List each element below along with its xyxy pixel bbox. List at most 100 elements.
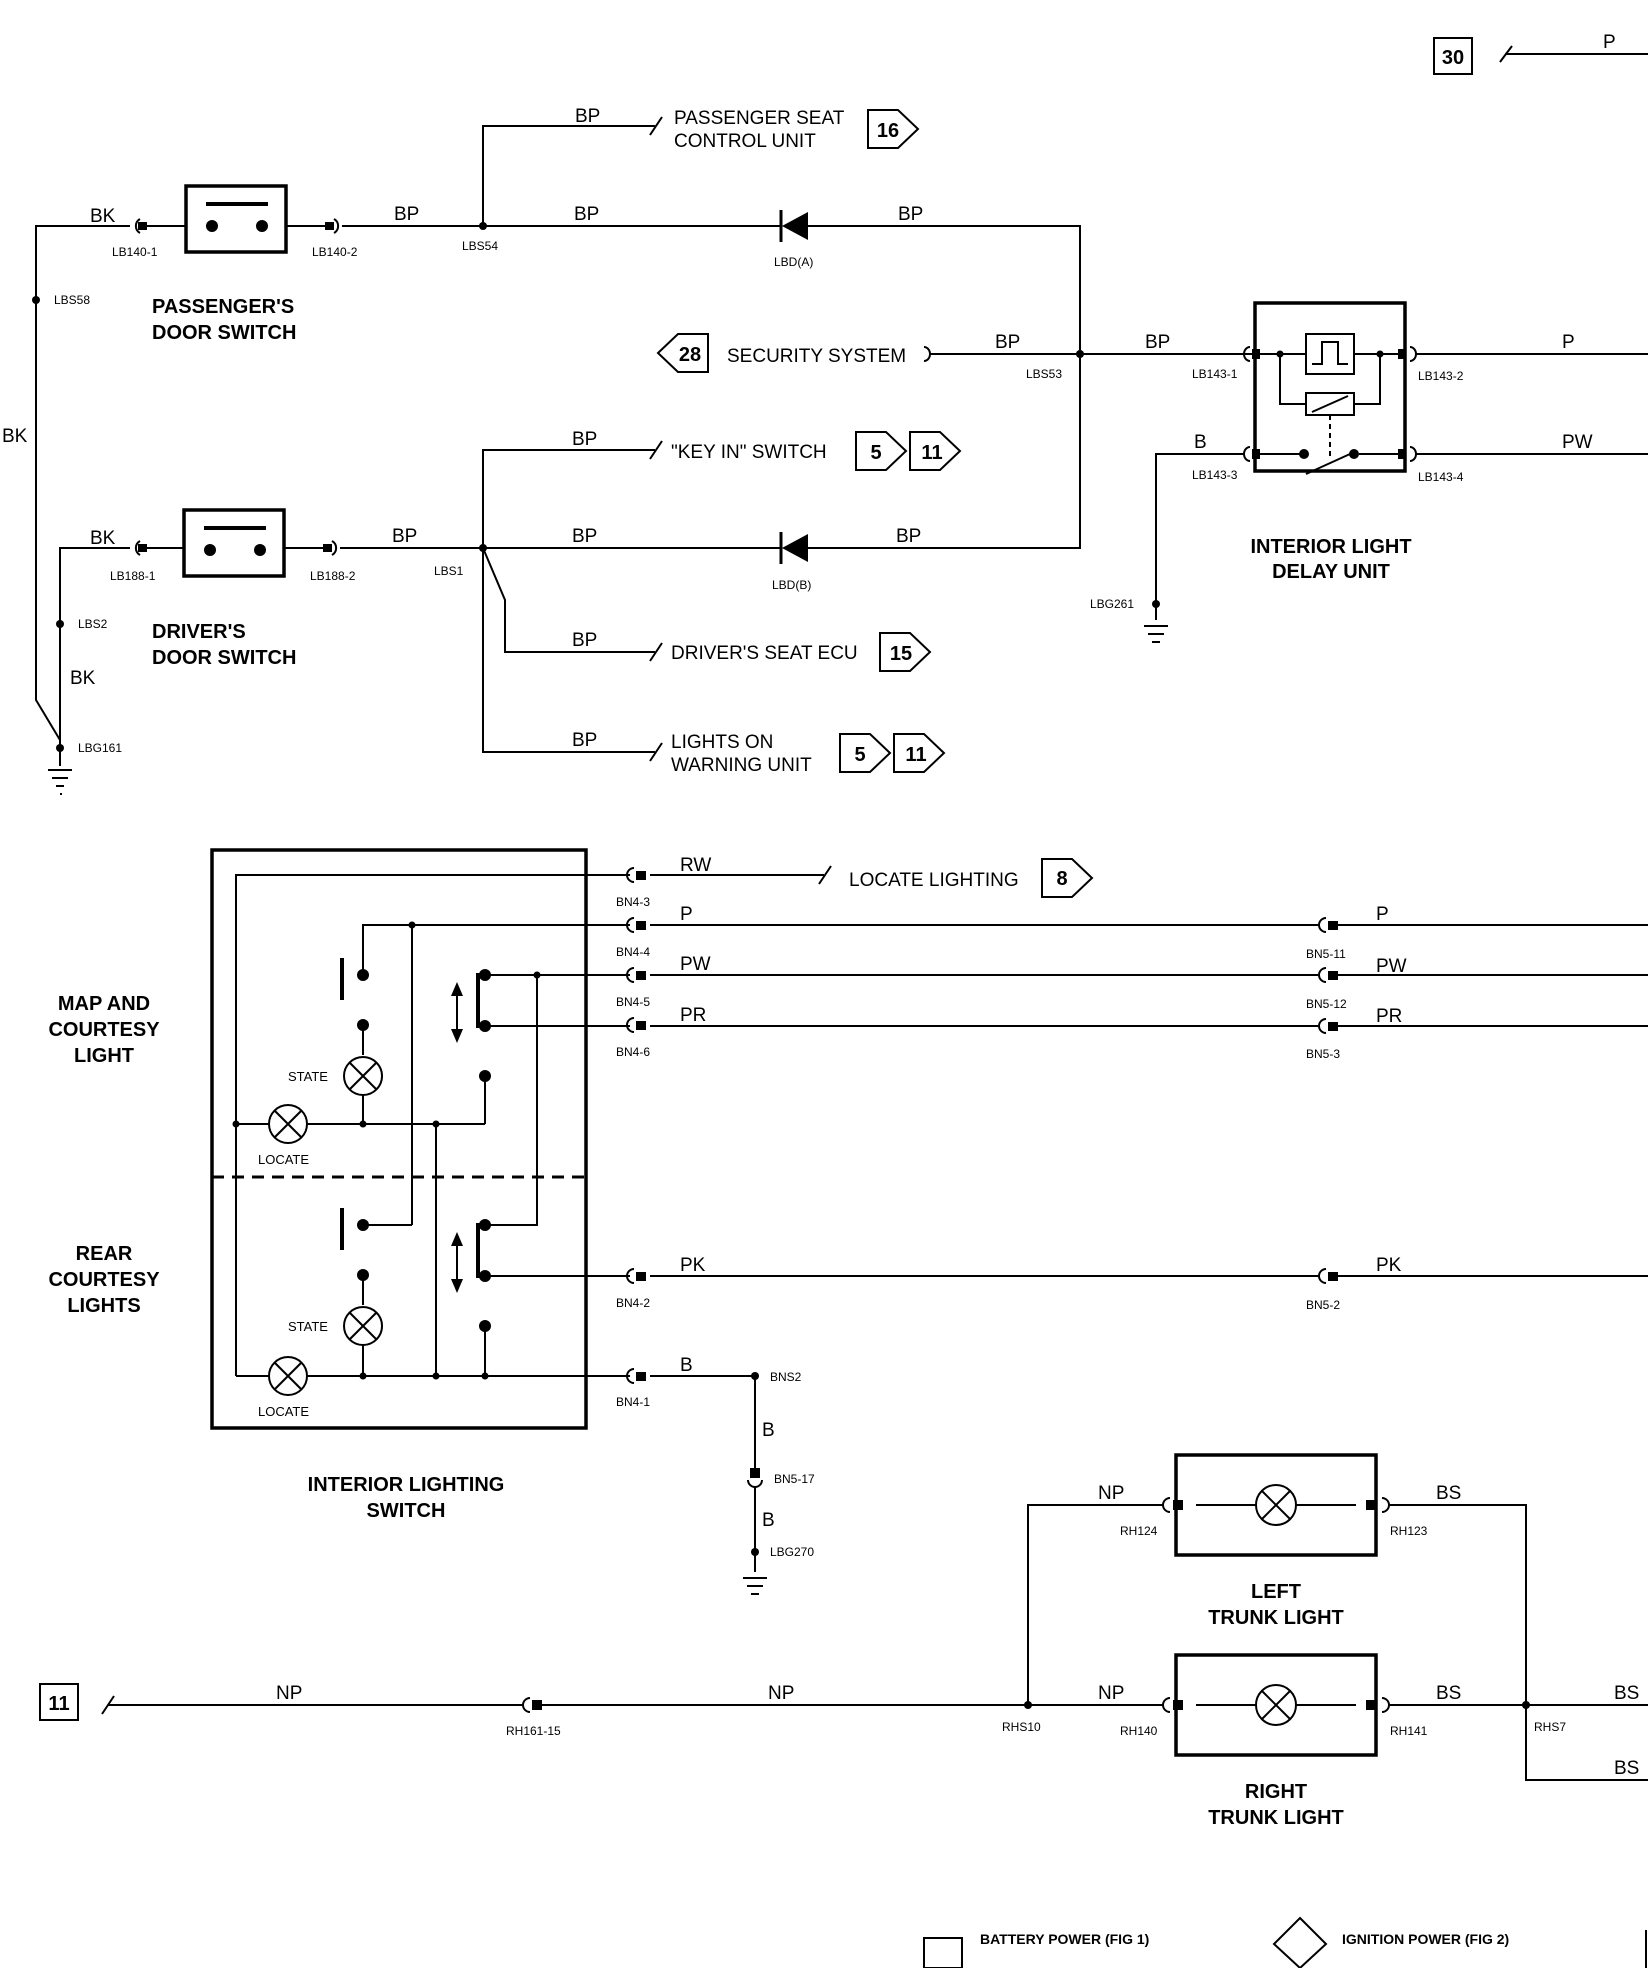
- wire-label: NP: [1098, 1683, 1124, 1704]
- map-light-l3: LIGHT: [74, 1045, 134, 1067]
- wire-label: BP: [392, 526, 417, 547]
- wire-label: BP: [394, 204, 419, 225]
- wire-label: BP: [572, 526, 597, 547]
- wire-label: P: [1376, 904, 1389, 925]
- lamp-state-1: [343, 1056, 383, 1096]
- right-trunk-l2: TRUNK LIGHT: [1208, 1807, 1344, 1829]
- lamp-label: LOCATE: [258, 1152, 309, 1167]
- ref-arrow-15: [879, 632, 932, 672]
- pin-label: LBG270: [770, 1545, 814, 1559]
- wire-label: NP: [1098, 1483, 1124, 1504]
- wire-label: BP: [575, 106, 600, 127]
- drv-switch-l1: DRIVER'S: [152, 621, 246, 643]
- legend-battery: BATTERY POWER (FIG 1): [980, 1931, 1149, 1947]
- ref-5a: 5: [870, 442, 881, 464]
- passenger-door-switch: [184, 184, 288, 254]
- dest-lights-on-l2: WARNING UNIT: [671, 755, 812, 776]
- map-light-l1: MAP AND: [58, 993, 150, 1015]
- ref-11: 11: [48, 1693, 69, 1715]
- wire-label: B: [680, 1355, 693, 1376]
- pin-label: LBG161: [78, 741, 122, 755]
- ref-arrow-5a: [855, 431, 908, 471]
- pin-label: LBD(B): [772, 578, 811, 592]
- ref-30: 30: [1442, 47, 1464, 69]
- pin-label: RHS10: [1002, 1720, 1041, 1734]
- int-switch-l2: SWITCH: [367, 1500, 446, 1522]
- ref-arrow-5b: [839, 733, 892, 773]
- connector-bn5: [1318, 917, 1338, 1284]
- wire-label: PW: [680, 954, 711, 975]
- wire-label: PK: [1376, 1255, 1402, 1276]
- wire-label: NP: [768, 1683, 794, 1704]
- wire-label: BS: [1436, 1683, 1461, 1704]
- wire-label: BP: [572, 730, 597, 751]
- wire-label: BP: [574, 204, 599, 225]
- pin-label: BNS2: [770, 1370, 802, 1384]
- ref-arrow-28: [656, 333, 709, 373]
- pin-label: LB188-2: [310, 569, 356, 583]
- wire-label: BP: [1145, 332, 1170, 353]
- wire-label: NP: [276, 1683, 302, 1704]
- lamp-label: STATE: [288, 1319, 328, 1334]
- wire-label: RW: [680, 855, 711, 876]
- dest-locate: LOCATE LIGHTING: [849, 870, 1019, 891]
- pin-label: LB143-4: [1418, 470, 1464, 484]
- rear-lights-l1: REAR: [76, 1243, 133, 1265]
- wire-label: P: [1562, 332, 1575, 353]
- pin-label: BN5-17: [774, 1472, 815, 1486]
- pin-label: BN5-3: [1306, 1047, 1340, 1061]
- wire-label: B: [762, 1510, 775, 1531]
- wire-label: BK: [90, 206, 116, 227]
- dest-pass-seat-l1: PASSENGER SEAT: [674, 108, 845, 129]
- left-trunk-l1: LEFT: [1251, 1581, 1301, 1603]
- rear-lights-l3: LIGHTS: [67, 1295, 140, 1317]
- wire-label: BP: [896, 526, 921, 547]
- pin-label: BN4-4: [616, 945, 650, 959]
- right-trunk-l1: RIGHT: [1245, 1781, 1307, 1803]
- pin-label: BN5-12: [1306, 997, 1347, 1011]
- ref-5b: 5: [854, 744, 865, 766]
- ref-box-11: [39, 1683, 79, 1721]
- ref-box-30: [1433, 37, 1473, 75]
- pass-switch-l2: DOOR SWITCH: [152, 322, 296, 344]
- wire-label: BP: [898, 204, 923, 225]
- pin-label: RH124: [1120, 1524, 1158, 1538]
- dest-pass-seat-l2: CONTROL UNIT: [674, 131, 816, 152]
- ref-arrow-11a: [909, 431, 962, 471]
- pin-label: BN5-11: [1306, 947, 1346, 961]
- interior-lighting-switch: [210, 848, 588, 1430]
- wire-label: PR: [680, 1005, 706, 1026]
- ref-15: 15: [890, 643, 912, 665]
- pin-label: RHS7: [1534, 1720, 1566, 1734]
- lamp-label: LOCATE: [258, 1404, 309, 1419]
- pin-label: LBS58: [54, 293, 90, 307]
- pin-label: BN4-2: [616, 1296, 650, 1310]
- wire-label: PW: [1562, 432, 1593, 453]
- pin-label: LB188-1: [110, 569, 156, 583]
- ref-arrow-11b: [893, 733, 946, 773]
- pin-label: LBS53: [1026, 367, 1062, 381]
- dest-lights-on-l1: LIGHTS ON: [671, 732, 773, 753]
- map-light-l2: COURTESY: [48, 1019, 160, 1041]
- wire-label: PK: [680, 1255, 706, 1276]
- pin-label: RH141: [1390, 1724, 1428, 1738]
- pin-label: LB143-2: [1418, 369, 1464, 383]
- wire-label: BK: [2, 426, 28, 447]
- ref-11a: 11: [921, 442, 942, 464]
- pass-switch-l1: PASSENGER'S: [152, 296, 294, 318]
- pin-label: LB143-3: [1192, 468, 1238, 482]
- delay-unit-l1: INTERIOR LIGHT: [1250, 536, 1411, 558]
- legend-ignition: IGNITION POWER (FIG 2): [1342, 1931, 1509, 1947]
- wire-label: BS: [1436, 1483, 1461, 1504]
- dest-key-in: "KEY IN" SWITCH: [671, 442, 827, 463]
- battery-power-legend-box: [923, 1937, 963, 1968]
- lamp-label: STATE: [288, 1069, 328, 1084]
- wire-label: BK: [90, 528, 116, 549]
- pin-label: BN4-3: [616, 895, 650, 909]
- wire-label: P: [1603, 32, 1616, 53]
- drv-switch-l2: DOOR SWITCH: [152, 647, 296, 669]
- rear-lights-l2: COURTESY: [48, 1269, 160, 1291]
- wire-label: B: [762, 1420, 775, 1441]
- dest-security: SECURITY SYSTEM: [727, 346, 906, 367]
